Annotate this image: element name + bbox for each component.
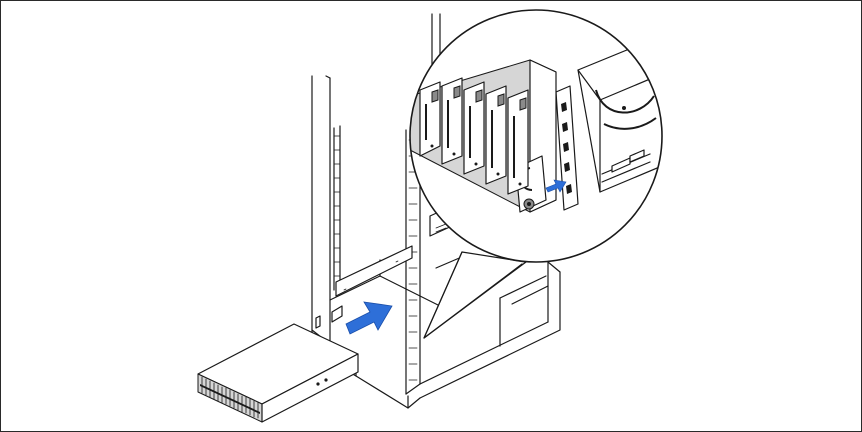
rack-installation-figure — [0, 0, 862, 432]
